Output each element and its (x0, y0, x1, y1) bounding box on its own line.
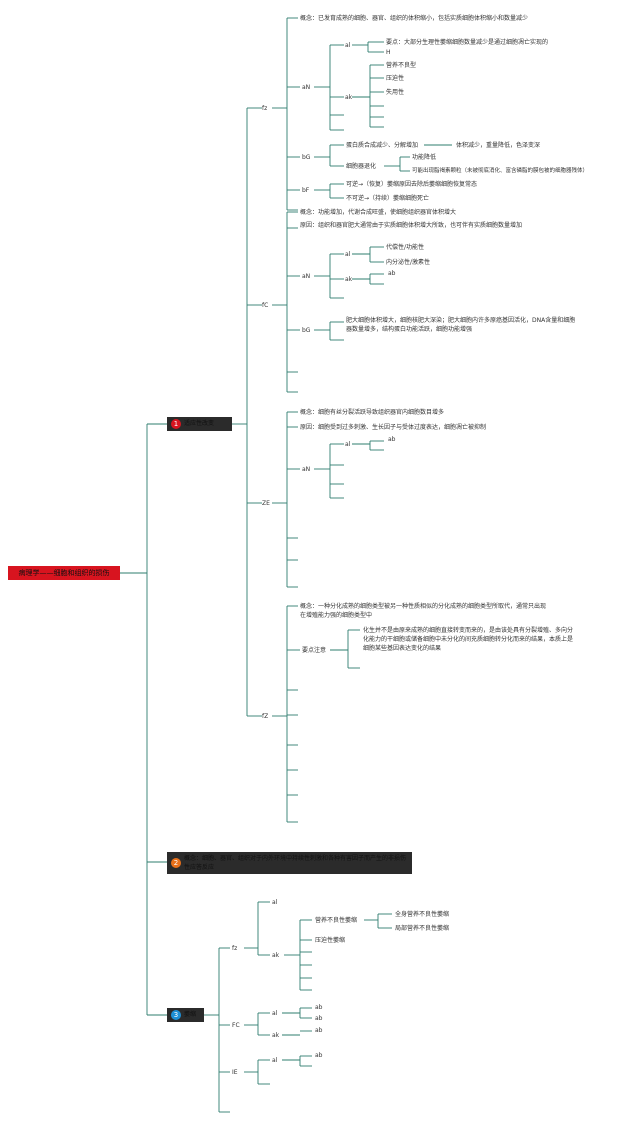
hypertrophy-concept[interactable]: 概念：功能增加，代谢合成旺盛，使细胞组织器官体积增大 (300, 209, 457, 216)
hyperplasia-concept[interactable]: 概念：细胞有丝分裂活跃导致组织器官内细胞数目增多 (300, 409, 445, 416)
node-al1[interactable]: al (345, 42, 351, 49)
hyperplasia-cause[interactable]: 原因：细胞受到过多刺激、生长因子与受体过度表达，细胞凋亡被抑制 (300, 424, 487, 431)
main-topic-3-label: 萎缩 (184, 1011, 197, 1018)
node-an3[interactable]: aN (302, 466, 311, 473)
reversible-item[interactable]: 可逆→（恢复）萎缩原因去除后萎缩细胞恢复常态 (346, 181, 478, 188)
branch-ze[interactable]: ZE (262, 500, 270, 507)
s3-node-ak5[interactable]: ak (272, 1032, 280, 1039)
node-ak2[interactable]: ak (345, 276, 353, 283)
atrophy-type-1[interactable]: 营养不良型 (386, 62, 417, 69)
hypertrophy-detail[interactable]: 肥大细胞体积增大，细胞核肥大深染；肥大细胞内许多原癌基因活化，DNA含量和细胞器… (346, 317, 576, 333)
s3-node-ak4[interactable]: ak (272, 952, 280, 959)
s3-node-ab6[interactable]: ab (315, 1052, 323, 1059)
hypertrophy-type-1[interactable]: 代偿性/功能性 (386, 244, 425, 251)
atrophy-type-3[interactable]: 失用性 (386, 89, 405, 96)
node-an1[interactable]: aN (302, 84, 311, 91)
atrophy-h[interactable]: H (386, 49, 391, 56)
node-al2[interactable]: al (345, 251, 351, 258)
s3-item-1[interactable]: 营养不良性萎缩 (315, 917, 358, 924)
metaplasia-note[interactable]: 化生并不是由原来成熟的细胞直接转变而来的，是由该处具有分裂增殖、多向分化能力的干… (363, 627, 574, 652)
node-an2[interactable]: aN (302, 273, 311, 280)
main-topic-1[interactable]: 1 适应性改变 (167, 417, 232, 431)
atrophy-bg-item-1[interactable]: 蛋白质合成减少、分解增加 (346, 142, 419, 149)
s3-sub-item-1[interactable]: 全身营养不良性萎缩 (395, 911, 450, 918)
s3-node-al4[interactable]: al (272, 899, 278, 906)
atrophy-bg-result[interactable]: 体积减少，重量降低，色泽变深 (456, 142, 541, 149)
s3-branch-fc[interactable]: FC (232, 1022, 240, 1029)
organelle-item-1[interactable]: 功能降低 (412, 154, 437, 161)
main-topic-1-label: 适应性改变 (184, 420, 215, 427)
s3-sub-item-2[interactable]: 局部营养不良性萎缩 (395, 925, 450, 932)
hypertrophy-cause[interactable]: 原因：组织和器官肥大通常由于实质细胞体积增大所致，也可伴有实质细胞数量增加 (300, 222, 523, 229)
hypertrophy-type-2[interactable]: 内分泌性/激素性 (386, 259, 431, 266)
branch-fz[interactable]: fz (262, 105, 268, 112)
branch-fc[interactable]: fC (262, 302, 269, 309)
s3-node-al5[interactable]: al (272, 1010, 278, 1017)
topic-number-badge: 1 (171, 419, 181, 429)
main-topic-2-label: 概念：细胞、器官、组织对于内外环境中持续性刺激和各种有害因子而产生的非损伤性应答… (184, 855, 407, 871)
node-bg1[interactable]: bG (302, 154, 311, 161)
s3-node-ab5[interactable]: ab (315, 1004, 323, 1011)
atrophy-concept[interactable]: 概念：已发育成熟的细胞、器官、组织的体积缩小，包括实质细胞体积缩小和数量减少 (300, 15, 529, 22)
root-topic[interactable]: 病理学——细胞和组织的损伤 (8, 566, 120, 580)
s3-item-2[interactable]: 压迫性萎缩 (315, 937, 346, 944)
s3-node-ab5b[interactable]: ab (315, 1015, 323, 1022)
node-bg2[interactable]: bG (302, 327, 311, 334)
s3-branch-fz[interactable]: fz (232, 945, 238, 952)
s3-node-ab5c[interactable]: ab (315, 1027, 323, 1034)
atrophy-type-2[interactable]: 压迫性 (386, 75, 405, 82)
node-bf1[interactable]: bF (302, 187, 310, 194)
irreversible-item[interactable]: 不可逆→（持续）萎缩细胞死亡 (346, 195, 430, 202)
node-ab3[interactable]: ab (388, 436, 396, 443)
main-topic-2[interactable]: 2 概念：细胞、器官、组织对于内外环境中持续性刺激和各种有害因子而产生的非损伤性… (167, 852, 412, 874)
node-al3[interactable]: al (345, 441, 351, 448)
atrophy-bg-item-2[interactable]: 细胞器退化 (346, 163, 377, 170)
topic-number-badge: 2 (171, 858, 181, 868)
metaplasia-concept[interactable]: 概念：一种分化成熟的细胞类型被另一种性质相似的分化成熟的细胞类型所取代，通常只出… (300, 603, 547, 619)
main-topic-3[interactable]: 3 萎缩 (167, 1008, 204, 1022)
node-ab2[interactable]: ab (388, 270, 396, 277)
s3-node-al6[interactable]: al (272, 1057, 278, 1064)
atrophy-key-point[interactable]: 要点：大部分生理性萎缩细胞数量减少是通过细胞凋亡实现的 (386, 39, 549, 46)
metaplasia-note-label[interactable]: 要点注意 (302, 647, 327, 654)
node-ak1[interactable]: ak (345, 94, 353, 101)
branch-fz2[interactable]: fZ (262, 713, 269, 720)
s3-branch-ie[interactable]: IE (232, 1069, 238, 1076)
organelle-item-2[interactable]: 可能出现脂褐素颗粒（未被彻底消化、富含磷脂的膜包被的细胞器残体） (412, 168, 589, 174)
topic-number-badge: 3 (171, 1010, 181, 1020)
